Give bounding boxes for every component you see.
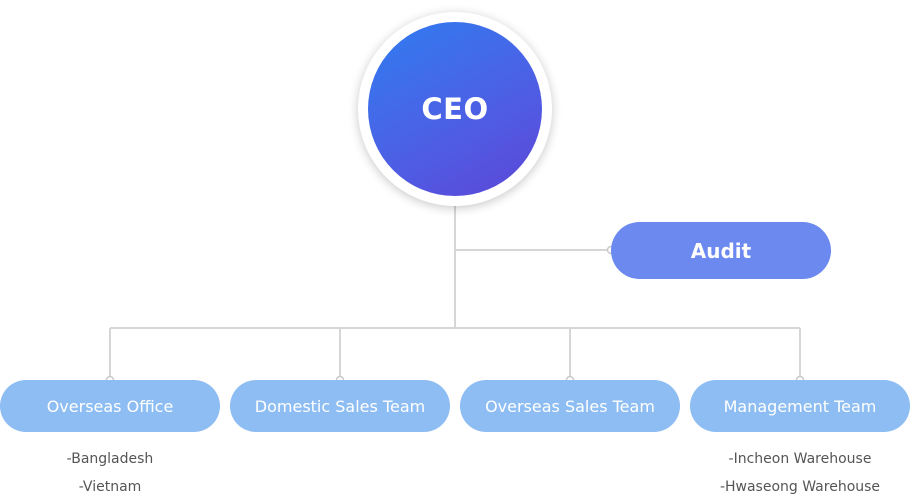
team-label: Management Team	[723, 396, 877, 416]
subitem-vietnam: -Vietnam	[78, 479, 142, 495]
ceo-circle: CEO	[368, 22, 542, 196]
team-label: Domestic Sales Team	[254, 396, 426, 416]
audit-node: Audit	[611, 222, 831, 279]
team-label: Overseas Office	[46, 396, 174, 416]
team-node-domestic-sales: Domestic Sales Team	[230, 380, 450, 432]
ceo-label: CEO	[421, 92, 489, 126]
team-node-management: Management Team	[690, 380, 910, 432]
team-node-overseas-office: Overseas Office	[0, 380, 220, 432]
ceo-node: CEO	[358, 12, 552, 206]
team-node-overseas-sales: Overseas Sales Team	[460, 380, 680, 432]
team-label: Overseas Sales Team	[485, 396, 655, 416]
subitem-incheon-warehouse: -Incheon Warehouse	[728, 451, 872, 467]
subitem-bangladesh: -Bangladesh	[66, 451, 154, 467]
audit-label: Audit	[690, 238, 752, 263]
subitem-hwaseong-warehouse: -Hwaseong Warehouse	[719, 479, 881, 495]
